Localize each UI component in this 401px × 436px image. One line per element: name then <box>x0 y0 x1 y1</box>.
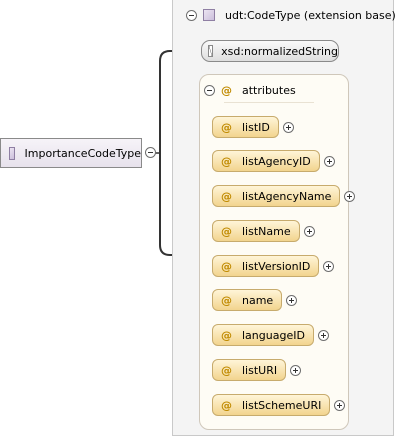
attribute-label: listID <box>242 120 270 134</box>
attribute-row: @ listVersionID <box>212 255 335 277</box>
attribute-listName[interactable]: @ listName <box>212 220 300 242</box>
attribute-icon: @ <box>221 224 232 238</box>
attribute-label: listAgencyID <box>242 154 311 168</box>
extension-type-label: udt:CodeType (extension base) <box>225 8 396 22</box>
attribute-listURI[interactable]: @ listURI <box>212 359 287 381</box>
attribute-icon: @ <box>221 398 232 412</box>
attribute-label: name <box>242 293 274 307</box>
attribute-label: languageID <box>242 328 305 342</box>
attributes-divider <box>224 102 314 103</box>
attribute-listAgencyID[interactable]: @ listAgencyID <box>212 150 320 172</box>
attribute-icon: @ <box>221 189 232 203</box>
attributes-label: attributes <box>242 83 296 97</box>
expand-icon[interactable] <box>317 329 329 341</box>
base-type-label: xsd:normalizedString <box>221 44 338 58</box>
attribute-label: listURI <box>242 363 278 377</box>
attribute-row: @ listAgencyID <box>212 150 335 172</box>
attribute-icon: @ <box>221 293 232 307</box>
attribute-icon: @ <box>221 363 232 377</box>
root-collapse-icon[interactable] <box>145 147 156 158</box>
expand-icon[interactable] <box>323 155 335 167</box>
extension-type-header: udt:CodeType (extension base) <box>186 6 396 24</box>
attribute-listAgencyName[interactable]: @ listAgencyName <box>212 185 341 207</box>
attribute-label: listAgencyName <box>242 189 332 203</box>
attributes-header: @ attributes <box>204 82 296 98</box>
base-type-box[interactable]: xsd:normalizedString <box>201 40 339 62</box>
attribute-row: @ languageID <box>212 324 329 346</box>
attribute-row: @ listID <box>212 116 294 138</box>
attribute-row: @ name <box>212 289 298 311</box>
attribute-label: listName <box>242 224 291 238</box>
root-element-box[interactable]: ImportanceCodeType <box>0 138 142 168</box>
attribute-icon: @ <box>221 120 232 134</box>
complex-type-icon <box>203 9 215 21</box>
attribute-icon: @ <box>221 328 232 342</box>
attributes-collapse-icon[interactable] <box>204 84 215 96</box>
collapse-icon[interactable] <box>186 9 197 21</box>
expand-icon[interactable] <box>323 260 335 272</box>
expand-icon[interactable] <box>286 294 298 306</box>
attribute-label: listVersionID <box>242 259 311 273</box>
attribute-listVersionID[interactable]: @ listVersionID <box>212 255 320 277</box>
attribute-row: @ listSchemeURI <box>212 394 346 416</box>
root-element-label: ImportanceCodeType <box>24 146 141 160</box>
attribute-icon: @ <box>221 83 232 97</box>
expand-icon[interactable] <box>344 190 356 202</box>
attribute-row: @ listName <box>212 220 315 242</box>
attribute-icon: @ <box>221 259 232 273</box>
expand-icon[interactable] <box>303 225 315 237</box>
attribute-row: @ listAgencyName <box>212 185 356 207</box>
attribute-row: @ listURI <box>212 359 302 381</box>
simple-type-icon <box>208 45 214 57</box>
attribute-languageID[interactable]: @ languageID <box>212 324 314 346</box>
attribute-listID[interactable]: @ listID <box>212 116 279 138</box>
expand-icon[interactable] <box>282 121 294 133</box>
attribute-name[interactable]: @ name <box>212 289 283 311</box>
expand-icon[interactable] <box>334 399 346 411</box>
element-icon <box>9 146 15 160</box>
attribute-listSchemeURI[interactable]: @ listSchemeURI <box>212 394 331 416</box>
attribute-icon: @ <box>221 154 232 168</box>
expand-icon[interactable] <box>290 364 302 376</box>
attribute-label: listSchemeURI <box>242 398 322 412</box>
